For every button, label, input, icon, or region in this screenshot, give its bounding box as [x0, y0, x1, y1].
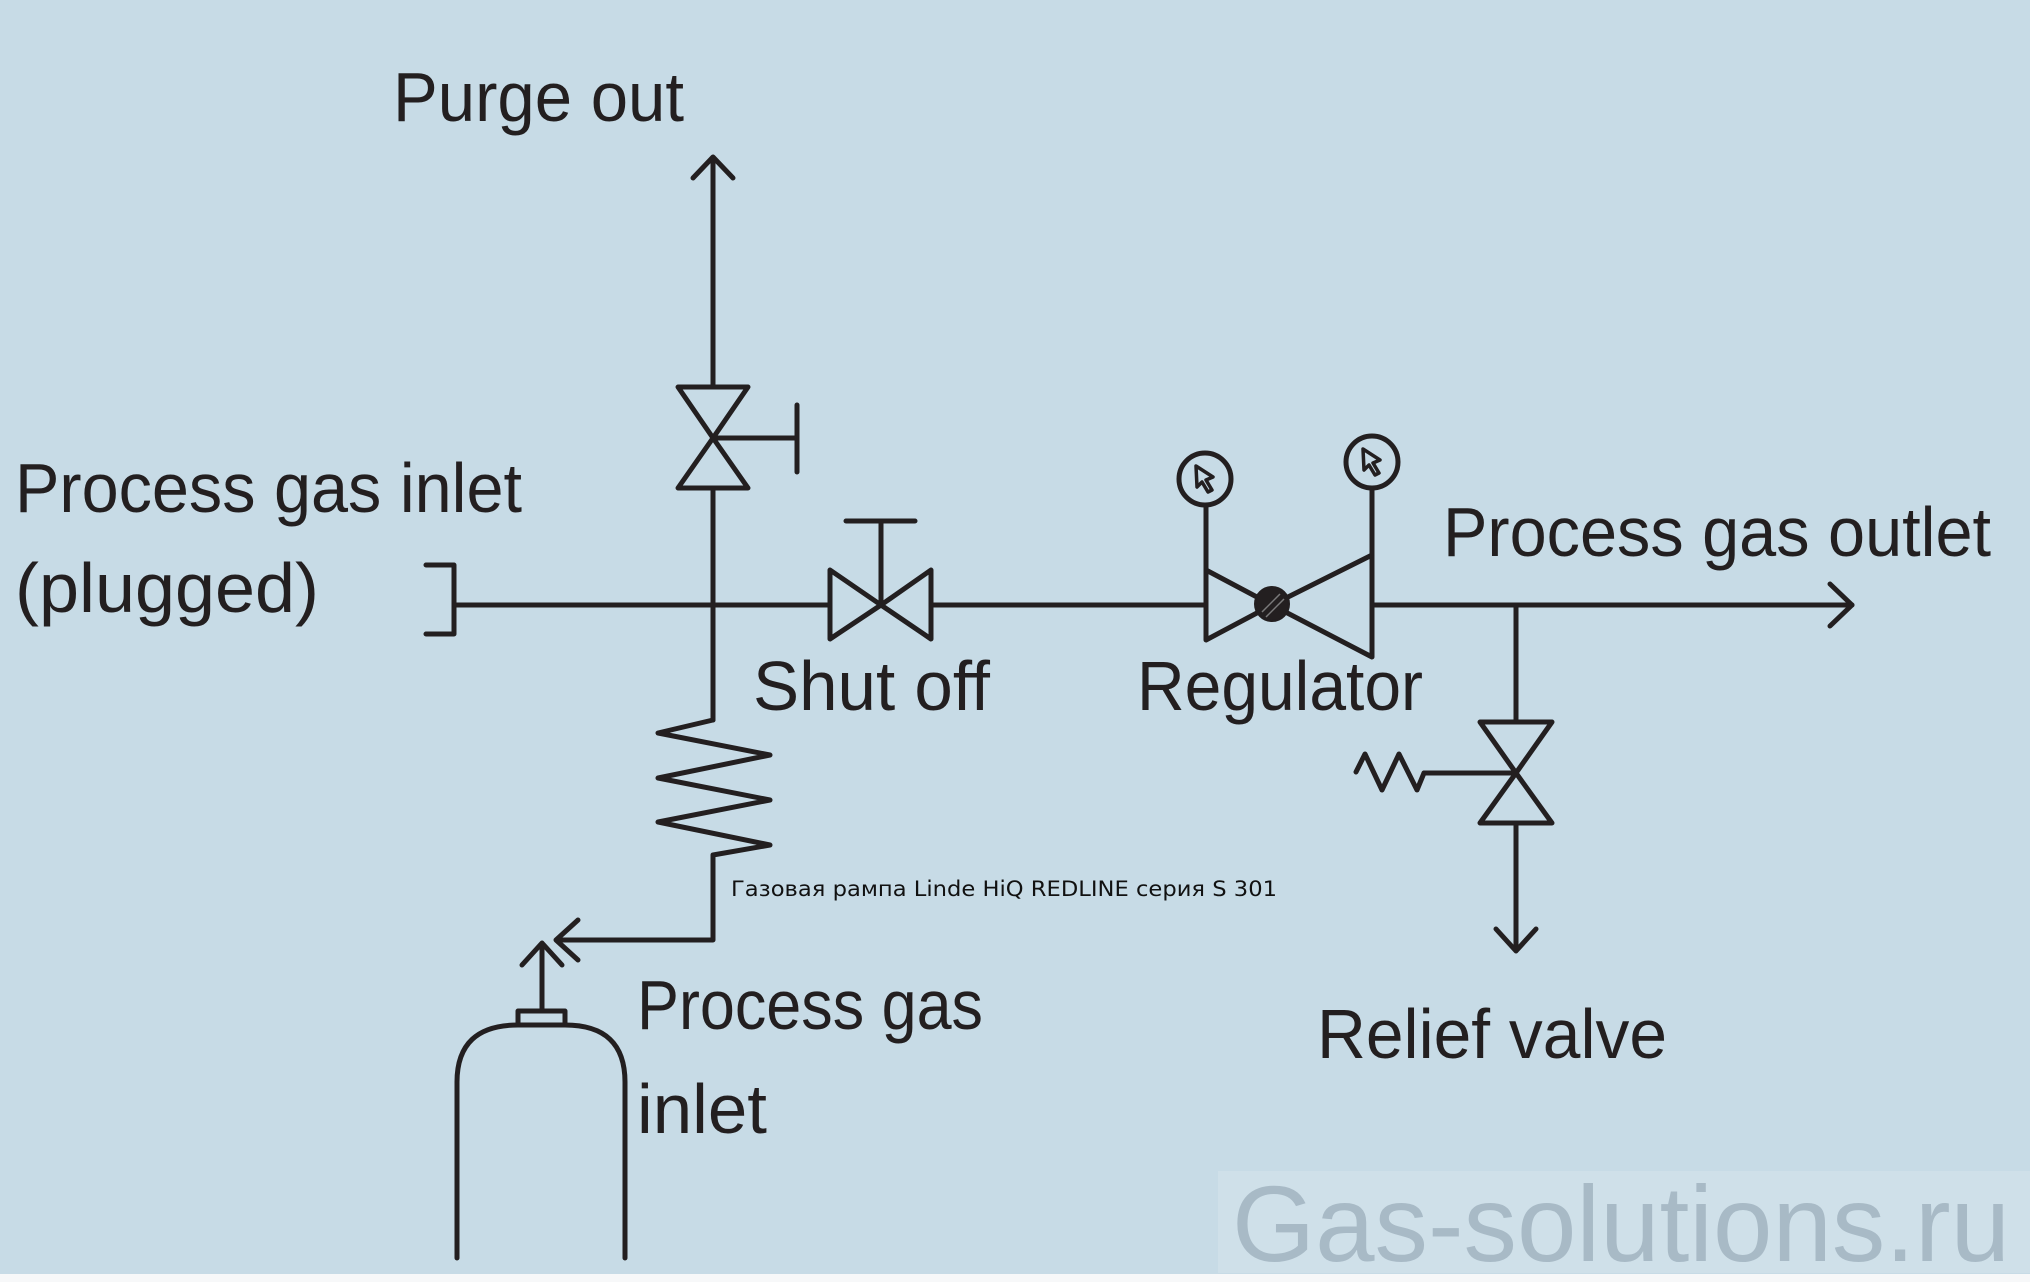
label-purge-out: Purge out	[393, 58, 684, 136]
regulator-hatch	[1261, 593, 1281, 613]
label-relief-valve: Relief valve	[1317, 995, 1667, 1073]
cylinder-outlet-arrow-head	[519, 940, 565, 968]
relief-valve-icon	[1353, 719, 1555, 826]
relief-valve-upper-triangle	[1477, 719, 1555, 776]
outlet-gauge-dial	[1343, 433, 1401, 491]
label-plugged-inlet-line2: (plugged)	[15, 549, 319, 627]
label-process-gas-inlet-line1: Process gas	[637, 966, 983, 1044]
label-regulator: Regulator	[1137, 647, 1423, 725]
relief-arrow-head	[1493, 926, 1539, 954]
inlet-gauge-needle	[1194, 464, 1215, 494]
regulator-diaphragm	[1254, 586, 1290, 622]
purge-arrow-head	[690, 154, 736, 181]
regulator-hatch	[1265, 598, 1285, 618]
inlet-gauge-dial	[1176, 450, 1234, 508]
plug-icon	[423, 562, 457, 637]
regulator-inlet-triangle	[1203, 567, 1275, 643]
caption: Газовая рампа Linde HiQ REDLINE серия S …	[731, 877, 1277, 901]
label-process-gas-inlet-line2: inlet	[637, 1070, 767, 1148]
outlet-pressure-gauge-icon	[1343, 433, 1401, 491]
gas-cylinder-icon	[454, 940, 628, 1261]
shut-off-left-triangle	[827, 567, 884, 642]
label-plugged-inlet-line1: Process gas inlet	[15, 449, 522, 527]
label-shut-off: Shut off	[753, 647, 991, 725]
relief-spring-icon	[1353, 751, 1427, 793]
inlet-pressure-gauge-icon	[1176, 450, 1234, 508]
purge-line	[690, 154, 736, 390]
pigtail-coil-icon	[554, 717, 773, 943]
cylinder-body	[454, 1022, 628, 1261]
outlet-arrow-head	[1827, 581, 1855, 629]
label-process-gas-outlet: Process gas outlet	[1443, 493, 1991, 571]
regulator-icon	[1176, 433, 1401, 660]
watermark-text: Gas-solutions.ru	[1232, 1163, 2010, 1282]
purge-valve-upper-triangle	[675, 384, 751, 441]
watermark: Gas-solutions.ru	[1218, 1163, 2030, 1282]
pigtail-arrow-head	[553, 917, 581, 963]
plug-cap	[423, 562, 457, 637]
watermark-box	[1218, 1171, 2030, 1273]
outlet-gauge-needle	[1361, 447, 1382, 477]
